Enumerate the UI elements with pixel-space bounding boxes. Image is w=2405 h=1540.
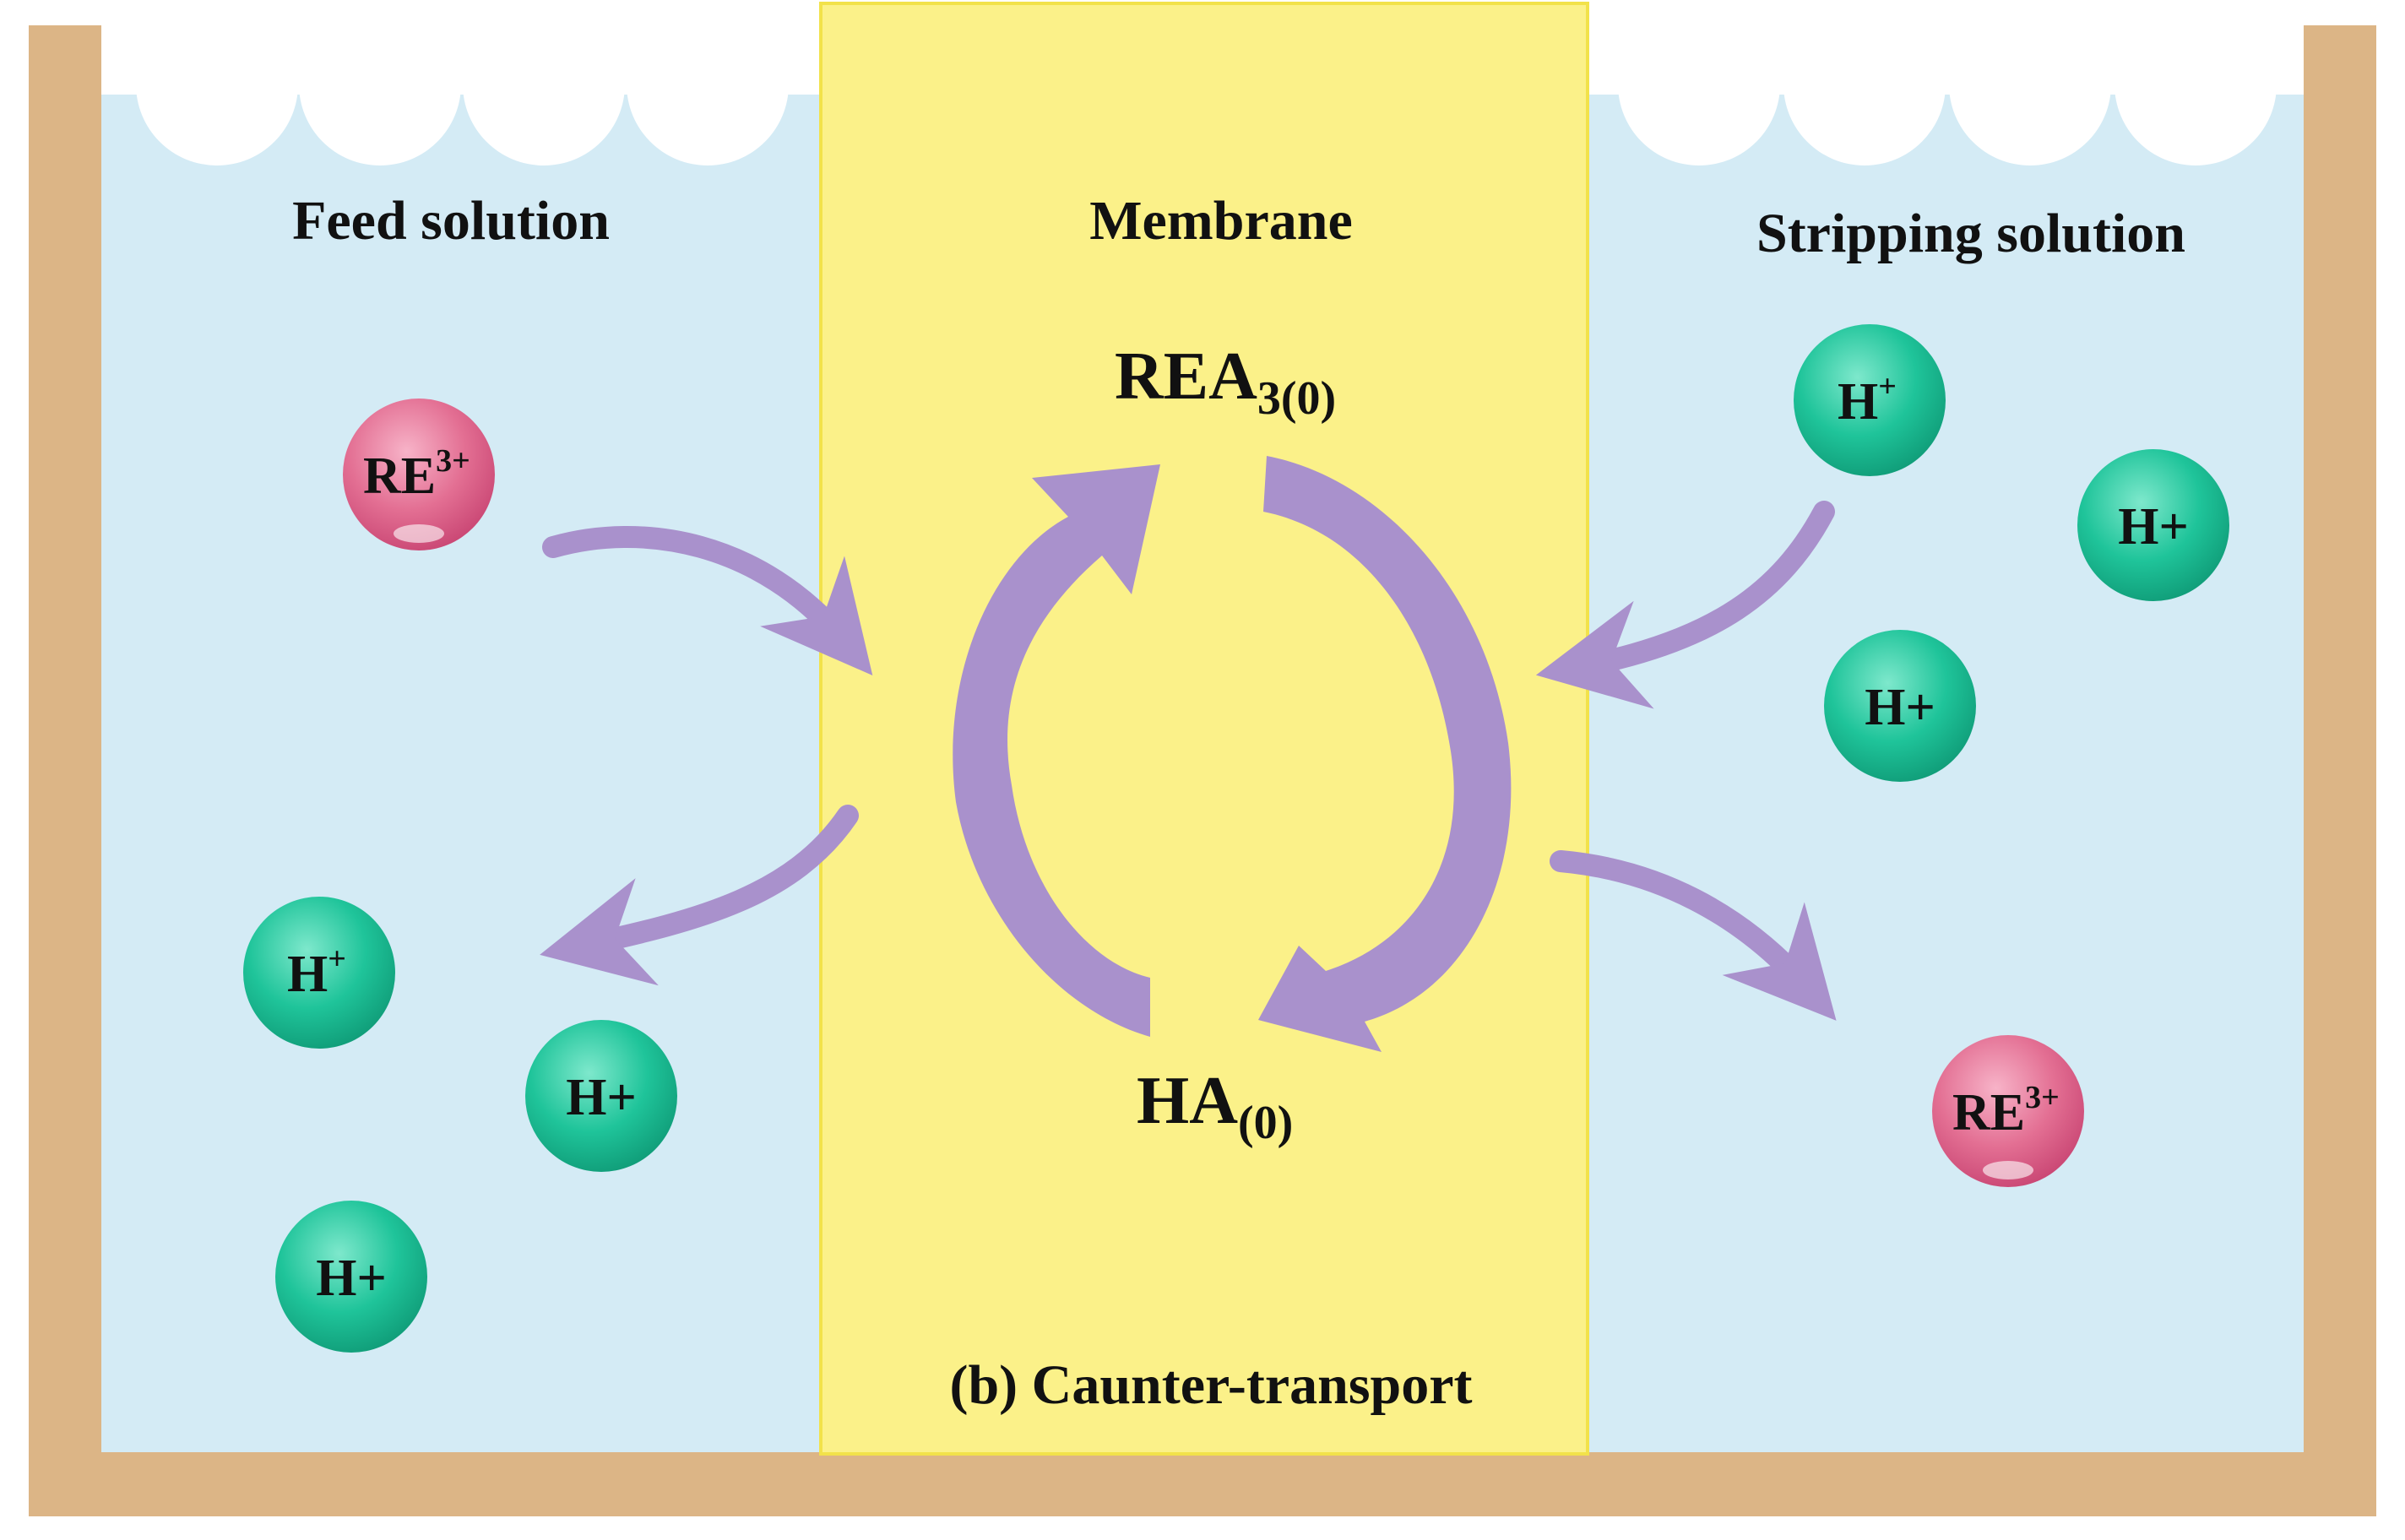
- ha-carrier-label: HA(0): [1137, 1064, 1293, 1149]
- membrane-label: Membrane: [1089, 190, 1353, 252]
- arrow-feed-to-membrane: [542, 526, 873, 675]
- arrow-membrane-to-stripping: [1550, 850, 1837, 1021]
- h-ion-feed-2: H+: [525, 1020, 677, 1172]
- h-ion-feed-1: H+: [243, 897, 395, 1049]
- stripping-solution-area: [1588, 95, 2304, 1452]
- re-ion-feed: RE3+: [343, 399, 495, 550]
- ha-subscript: (0): [1238, 1097, 1293, 1149]
- svg-text:RE3+: RE3+: [1952, 1080, 2060, 1141]
- cycle-arrow-left: [953, 464, 1160, 1037]
- svg-text:H+: H+: [1865, 679, 1935, 736]
- feed-solution-area: [101, 95, 821, 1452]
- tank-wall-left: [29, 25, 101, 1516]
- cycle-arrow-right: [1258, 456, 1512, 1052]
- rea-complex-label: REA3(0): [1115, 339, 1336, 425]
- stripping-wave-surface: [1618, 3, 2277, 165]
- re-ion-stripping: RE3+: [1932, 1035, 2084, 1187]
- arrow-membrane-to-feed: [540, 805, 859, 986]
- tank-floor: [29, 1452, 2376, 1516]
- svg-text:H+: H+: [2118, 498, 2189, 556]
- arrow-stripping-to-membrane: [1535, 501, 1835, 709]
- svg-text:H+: H+: [316, 1250, 387, 1307]
- h-ion-feed-3: H+: [275, 1201, 427, 1353]
- svg-text:RE3+: RE3+: [363, 443, 470, 505]
- feed-solution-label: Feed solution: [292, 190, 610, 252]
- stripping-solution-label: Stripping solution: [1756, 203, 2185, 264]
- rea-main: REA: [1115, 339, 1257, 414]
- svg-text:H+: H+: [1838, 369, 1897, 431]
- svg-text:H+: H+: [566, 1069, 637, 1126]
- rea-subscript: 3(0): [1257, 372, 1336, 425]
- ha-main: HA: [1137, 1064, 1238, 1138]
- h-ion-stripping-2: H+: [2077, 449, 2229, 601]
- feed-wave-surface: [136, 3, 789, 165]
- tank-wall-right: [2304, 25, 2376, 1516]
- diagram-caption: (b) Caunter-transport: [950, 1354, 1473, 1416]
- h-ion-stripping-1: H+: [1794, 324, 1946, 476]
- h-ion-stripping-3: H+: [1824, 630, 1976, 782]
- svg-text:H+: H+: [287, 941, 346, 1003]
